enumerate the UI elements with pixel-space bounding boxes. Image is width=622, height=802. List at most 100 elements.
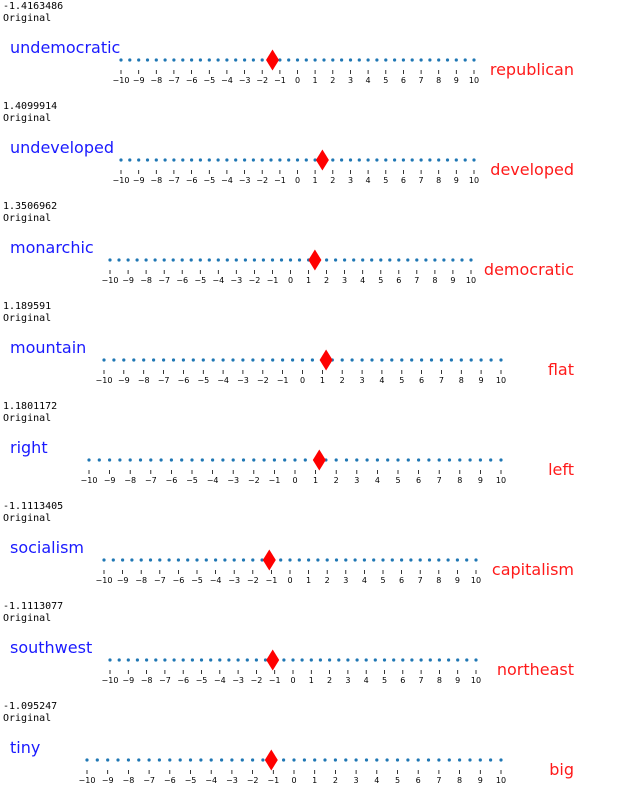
- axis-dot: [154, 158, 158, 162]
- axis-dot: [102, 358, 106, 362]
- axis-dot: [437, 458, 441, 462]
- axis-dot: [474, 558, 478, 562]
- axis-dot: [365, 458, 369, 462]
- axis-dot: [254, 658, 258, 662]
- axis-dot: [455, 558, 459, 562]
- score-value: -1.4163486: [3, 1, 64, 12]
- x-tick-label: 0: [291, 776, 296, 785]
- x-tick-label: 2: [334, 476, 339, 485]
- axis-dot: [211, 358, 215, 362]
- axis-dot: [279, 558, 283, 562]
- axis-dot: [419, 658, 423, 662]
- axis-dot: [240, 758, 244, 762]
- axis-dot: [458, 758, 462, 762]
- axis-dot: [251, 558, 255, 562]
- value-marker: [308, 249, 322, 271]
- x-tick-label: 4: [375, 476, 380, 485]
- x-tick-label: −4: [210, 576, 222, 585]
- axis-dot: [428, 58, 432, 62]
- x-tick-label: 10: [471, 676, 481, 685]
- score-value: 1.4099914: [3, 101, 58, 112]
- axis-dot: [469, 258, 473, 262]
- axis-dot: [132, 358, 136, 362]
- x-tick-label: −1: [274, 176, 286, 185]
- x-tick-label: −2: [251, 676, 263, 685]
- axis-dot: [236, 658, 240, 662]
- x-tick-label: 3: [348, 76, 353, 85]
- axis-dot: [108, 258, 112, 262]
- axis-dot: [199, 758, 203, 762]
- axis-dot: [207, 158, 211, 162]
- axis-dot: [102, 558, 106, 562]
- score-value: 1.1801172: [3, 401, 58, 412]
- axis-dot: [352, 258, 356, 262]
- axis-dot: [465, 658, 469, 662]
- right-pole-word: left: [548, 460, 574, 479]
- x-tick-label: 3: [348, 176, 353, 185]
- axis-dot: [350, 358, 354, 362]
- x-tick-label: −8: [150, 76, 162, 85]
- axis-dot: [178, 758, 182, 762]
- axis-dot: [144, 258, 148, 262]
- axis-dot: [449, 358, 453, 362]
- x-tick-label: −5: [203, 176, 215, 185]
- axis-dot: [282, 658, 286, 662]
- left-pole-word: mountain: [10, 338, 87, 357]
- axis-dot: [297, 258, 302, 262]
- axis-dot: [145, 158, 150, 162]
- x-tick-label: 2: [324, 276, 329, 285]
- axis-dot: [241, 558, 246, 562]
- axis-dot: [190, 58, 194, 62]
- x-tick-label: −5: [203, 76, 215, 85]
- axis-dot: [281, 358, 285, 362]
- axis-dot: [225, 58, 229, 62]
- original-label: Original: [3, 513, 52, 524]
- x-tick-label: −3: [239, 176, 251, 185]
- x-tick-label: −10: [81, 476, 98, 485]
- axis-dot: [386, 458, 390, 462]
- axis-dot: [251, 358, 255, 362]
- axis-dot: [447, 458, 452, 462]
- axis-dot: [451, 258, 455, 262]
- axis-dot: [333, 758, 337, 762]
- axis-dot: [499, 358, 503, 362]
- x-tick-label: 2: [330, 176, 335, 185]
- x-tick-label: −10: [113, 176, 130, 185]
- x-tick-label: 9: [455, 676, 460, 685]
- original-label: Original: [3, 13, 52, 24]
- axis-dot: [223, 558, 227, 562]
- x-tick-label: 9: [454, 76, 459, 85]
- x-tick-label: 9: [479, 376, 484, 385]
- axis-dot: [287, 158, 291, 162]
- axis-dot: [489, 458, 493, 462]
- axis-dot: [292, 758, 296, 762]
- axis-dot: [437, 758, 441, 762]
- x-tick-label: −8: [124, 476, 136, 485]
- axis-dot: [410, 158, 414, 162]
- axis-dot: [307, 558, 311, 562]
- axis-dot: [119, 158, 123, 162]
- axis-dot: [340, 358, 344, 362]
- axis-dot: [433, 258, 437, 262]
- axis-dot: [370, 358, 374, 362]
- axis-dot: [382, 658, 387, 662]
- axis-dot: [154, 58, 158, 62]
- x-tick-label: 5: [395, 476, 400, 485]
- axis-dot: [396, 458, 400, 462]
- x-tick-label: 8: [432, 276, 437, 285]
- x-tick-label: −6: [178, 376, 190, 385]
- axis-dot: [385, 758, 389, 762]
- x-tick-label: −2: [247, 776, 259, 785]
- axis-dot: [128, 158, 132, 162]
- axis-dot: [291, 358, 295, 362]
- x-tick-label: 0: [288, 276, 293, 285]
- axis-dot: [168, 758, 172, 762]
- axis-dot: [172, 58, 176, 62]
- left-pole-word: socialism: [10, 538, 84, 557]
- axis-dot: [139, 558, 143, 562]
- axis-dot: [439, 358, 443, 362]
- x-tick-label: 6: [400, 676, 405, 685]
